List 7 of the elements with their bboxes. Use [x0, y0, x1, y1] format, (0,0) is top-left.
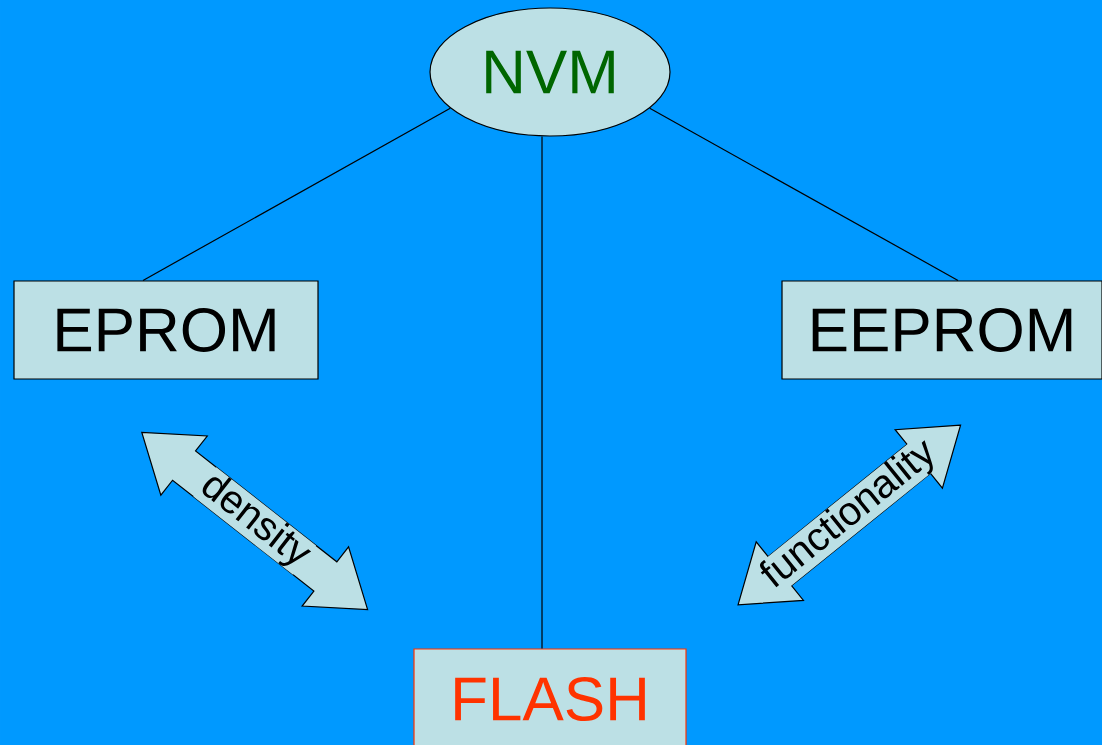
memory-box: EEPROM	[781, 280, 1102, 380]
connector-line	[649, 107, 959, 281]
memory-box: EPROM	[13, 280, 319, 380]
ellipse-node: NVM	[429, 7, 671, 137]
connector-line	[541, 136, 543, 649]
memory-box: FLASH	[413, 648, 687, 745]
connector-line	[142, 107, 451, 281]
